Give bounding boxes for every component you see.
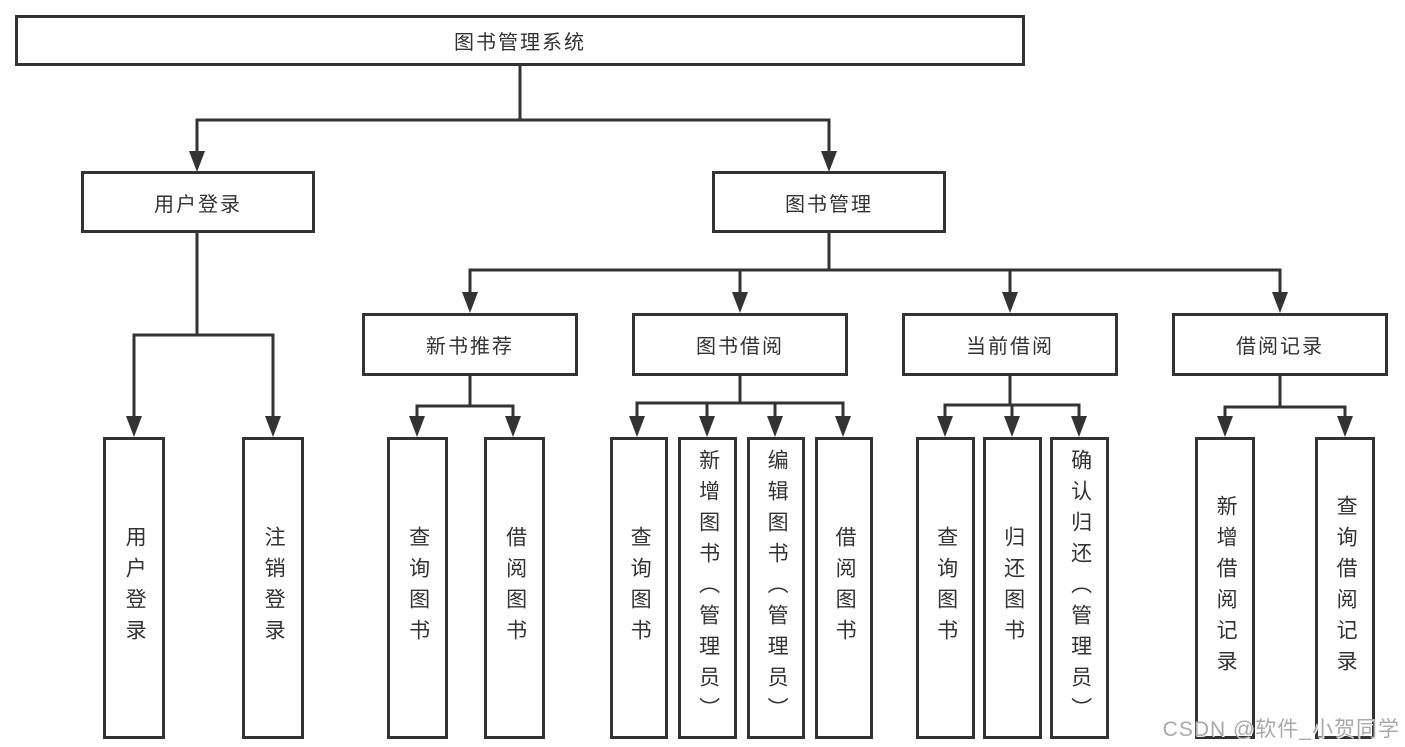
watermark: CSDN @软件_小贺同学 [1162, 718, 1400, 741]
node-new-book-recommendation: 新书推荐 [362, 313, 578, 376]
leaf-borrow-books-1: 借阅图书 [484, 437, 545, 739]
node-book-management-label: 图书管理 [785, 193, 873, 216]
leaf-add-borrow-record: 新增借阅记录 [1195, 437, 1255, 739]
node-current-borrowing-label: 当前借阅 [966, 336, 1054, 358]
leaf-return-books: 归还图书 [983, 437, 1042, 739]
leaf-query-borrow-record: 查询借阅记录 [1315, 437, 1375, 739]
leaf-borrow-books-1-label: 借阅图书 [503, 526, 527, 650]
leaf-query-books-1-label: 查询图书 [406, 526, 430, 650]
leaf-borrow-books-2: 借阅图书 [815, 437, 873, 739]
leaf-borrow-books-2-label: 借阅图书 [833, 526, 857, 650]
leaf-return-books-label: 归还图书 [1001, 526, 1025, 650]
node-user-login: 用户登录 [81, 171, 315, 233]
node-book-management: 图书管理 [712, 171, 946, 233]
leaf-query-borrow-record-label: 查询借阅记录 [1334, 495, 1358, 681]
node-current-borrowing: 当前借阅 [902, 313, 1118, 376]
leaf-query-books-3: 查询图书 [916, 437, 975, 739]
leaf-add-borrow-record-label: 新增借阅记录 [1214, 495, 1238, 681]
leaf-query-books-3-label: 查询图书 [934, 526, 958, 650]
node-root: 图书管理系统 [15, 15, 1025, 66]
leaf-confirm-return-admin: 确认归还（管理员） [1050, 437, 1109, 739]
node-user-login-label: 用户登录 [154, 193, 242, 216]
leaf-query-books-2-label: 查询图书 [628, 526, 652, 650]
node-book-borrowing: 图书借阅 [632, 313, 848, 376]
node-root-label: 图书管理系统 [454, 32, 586, 54]
node-borrowing-records: 借阅记录 [1172, 313, 1388, 376]
leaf-logout: 注销登录 [242, 437, 304, 739]
leaf-edit-books-admin-label: 编辑图书（管理员） [765, 448, 789, 728]
node-book-borrowing-label: 图书借阅 [696, 336, 784, 358]
leaf-add-books-admin: 新增图书（管理员） [678, 437, 737, 739]
leaf-edit-books-admin: 编辑图书（管理员） [747, 437, 805, 739]
leaf-logout-label: 注销登录 [262, 526, 286, 650]
node-new-book-recommendation-label: 新书推荐 [426, 336, 514, 358]
leaf-query-books-1: 查询图书 [387, 437, 448, 739]
leaf-add-books-admin-label: 新增图书（管理员） [696, 448, 720, 728]
node-borrowing-records-label: 借阅记录 [1236, 336, 1324, 358]
leaf-user-login-label: 用户登录 [123, 526, 147, 650]
leaf-user-login: 用户登录 [103, 437, 165, 739]
leaf-confirm-return-admin-label: 确认归还（管理员） [1068, 448, 1092, 728]
leaf-query-books-2: 查询图书 [610, 437, 668, 739]
